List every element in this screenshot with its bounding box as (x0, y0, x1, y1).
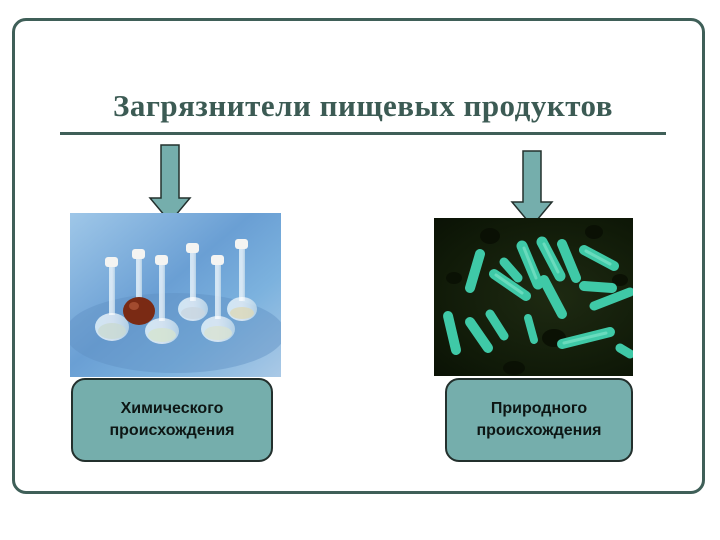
natural-origin-label-line2: происхождения (476, 422, 602, 439)
down-arrow-right (510, 150, 554, 228)
slide-frame (12, 18, 705, 494)
chemical-origin-label-line1: Химического (120, 400, 224, 417)
laboratory-flasks-image (70, 213, 281, 377)
natural-origin-box: Природного происхождения (445, 378, 633, 462)
bacteria-micrograph-image (434, 218, 633, 376)
title-underline (60, 132, 666, 135)
slide-title: Загрязнители пищевых продуктов (112, 88, 613, 123)
natural-origin-label-line1: Природного (490, 400, 588, 417)
chemical-origin-label-line2: происхождения (109, 422, 235, 439)
chemical-origin-box: Химического происхождения (71, 378, 273, 462)
down-arrow-left (148, 144, 192, 224)
